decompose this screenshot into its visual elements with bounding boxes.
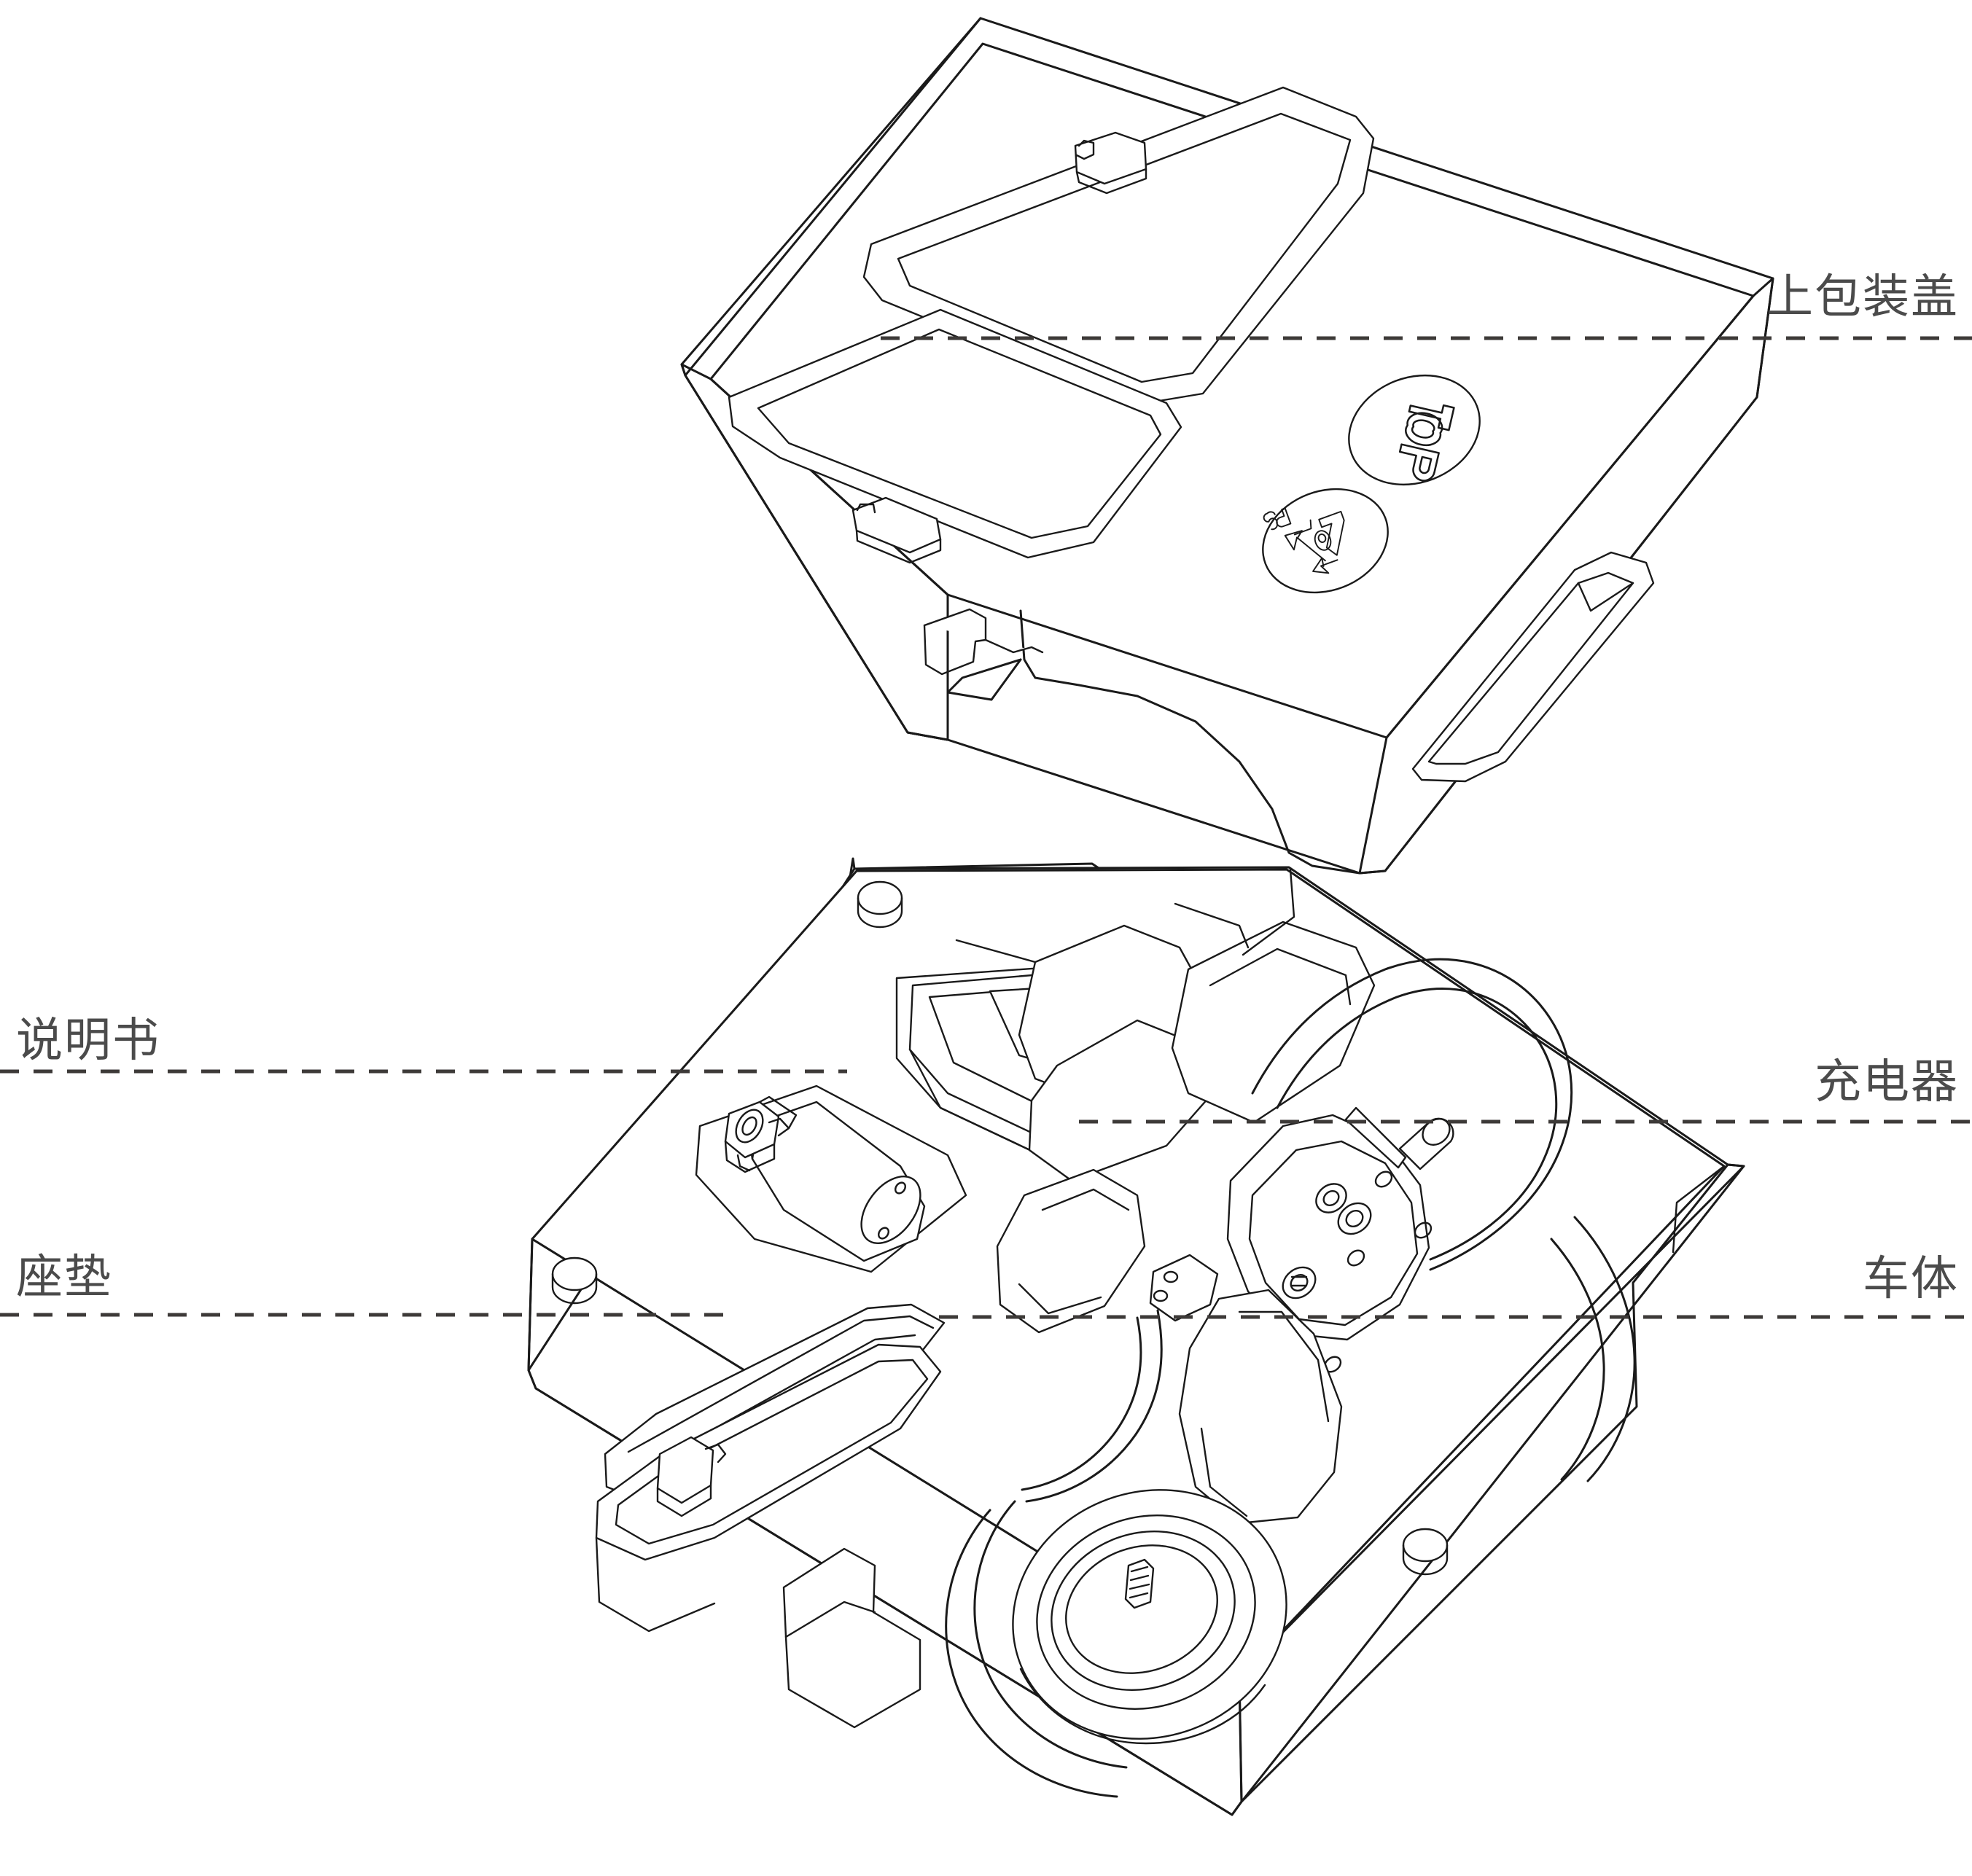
callout-label-upper-lid: 上包装盖 (1766, 270, 1959, 323)
upper-packaging-lid-group (680, 17, 1774, 875)
front-wheel (1012, 1489, 1287, 1745)
callout-label-vehicle-body: 车体 (1863, 1252, 1959, 1305)
callout-label-manual: 说明书 (16, 1014, 160, 1066)
tray-locating-pegs (551, 880, 1449, 1576)
recycle-ps-marking-icon (1262, 488, 1389, 594)
charger-component (695, 1084, 967, 1273)
vehicle-body-component (945, 921, 1636, 1798)
callout-leader-lines (0, 336, 1972, 1319)
callout-label-seat: 座垫 (16, 1251, 112, 1303)
lower-packaging-tray-group (527, 857, 1745, 1816)
top-marking-icon (1348, 374, 1481, 486)
seat-cushion-component (595, 1303, 946, 1633)
callout-label-charger: 充电器 (1815, 1055, 1959, 1108)
